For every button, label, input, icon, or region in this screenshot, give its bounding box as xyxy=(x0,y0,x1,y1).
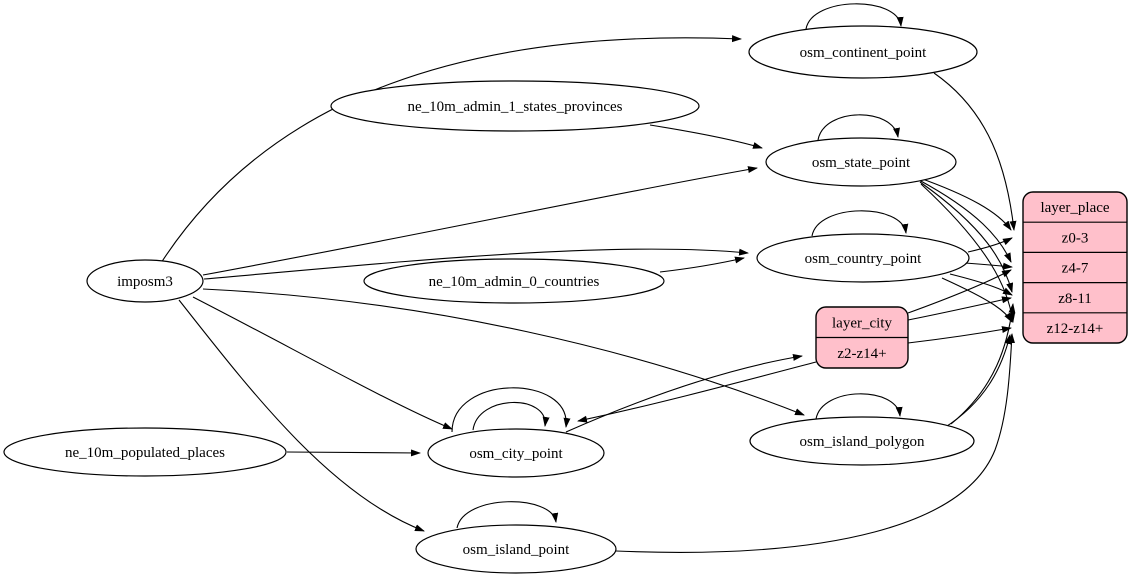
record-row: z12-z14+ xyxy=(1047,321,1104,337)
node-label: osm_city_point xyxy=(469,446,563,462)
edge-osm_city_point-to-osm_city_point xyxy=(451,387,571,433)
record-row: z4-7 xyxy=(1062,261,1089,277)
node-ne_10m_populated_places: ne_10m_populated_places xyxy=(3,427,287,477)
node-layer_city: layer_city z2-z14+ xyxy=(815,306,909,369)
edge-osm_country_point-to-layer_place:z12-z14+ xyxy=(941,277,1013,323)
edge-imposm3-to-osm_island_polygon xyxy=(202,288,805,416)
node-label: osm_continent_point xyxy=(800,45,927,61)
record-header: layer_city xyxy=(832,315,892,331)
node-osm_island_polygon: osm_island_polygon xyxy=(749,416,975,466)
record-row: z2-z14+ xyxy=(837,346,886,362)
node-label: ne_10m_admin_1_states_provinces xyxy=(408,99,623,115)
edge-osm_island_polygon-to-layer_place:z8-11 xyxy=(950,303,1016,425)
edge-osm_island_polygon-to-osm_island_polygon xyxy=(815,393,903,420)
node-label: ne_10m_populated_places xyxy=(65,445,225,461)
node-label: osm_island_point xyxy=(463,542,571,558)
record-row: z8-11 xyxy=(1058,291,1092,307)
node-label: osm_state_point xyxy=(812,155,911,171)
edge-imposm3-to-osm_country_point xyxy=(203,248,749,280)
edge-osm_continent_point-to-osm_continent_point xyxy=(805,3,904,30)
node-osm_island_point: osm_island_point xyxy=(415,524,617,574)
edge-ne_10m_admin_1_states_provinces-to-osm_state_point xyxy=(649,124,763,149)
edge-layer_city:z2-z14+-to-layer_place:z8-11 xyxy=(907,296,1012,321)
edge-osm_state_point-to-osm_state_point xyxy=(817,114,900,141)
node-osm_country_point: osm_country_point xyxy=(756,233,970,283)
edge-osm_state_point-to-layer_place:z4-7 xyxy=(918,179,1012,263)
node-osm_city_point: osm_city_point xyxy=(427,428,605,478)
record-row: z0-3 xyxy=(1062,230,1089,246)
edge-ne_10m_populated_places-to-osm_city_point xyxy=(286,449,421,457)
edge-osm_state_point-to-layer_place:z8-11 xyxy=(919,181,1014,293)
edge-imposm3-to-osm_island_point xyxy=(178,299,425,532)
node-layer_place: layer_place z0-3 z4-7 z8-11 z12-z14+ xyxy=(1022,191,1128,344)
edge-imposm3-to-osm_city_point xyxy=(192,296,453,430)
node-label: osm_country_point xyxy=(805,251,922,267)
edge-imposm3-to-osm_continent_point xyxy=(160,35,742,264)
node-osm_continent_point: osm_continent_point xyxy=(748,25,978,79)
edge-layer_city:z2-z14+-to-osm_city_point xyxy=(577,361,817,423)
node-imposm3: imposm3 xyxy=(86,259,204,303)
edge-osm_island_point-to-osm_island_point xyxy=(456,501,559,529)
edge-ne_10m_admin_0_countries-to-osm_country_point xyxy=(659,256,745,273)
node-osm_state_point: osm_state_point xyxy=(765,137,957,187)
node-ne_10m_admin_0_countries: ne_10m_admin_0_countries xyxy=(363,258,665,304)
edge-imposm3-to-osm_state_point xyxy=(202,166,758,276)
edge-osm_city_point-to-layer_city:z2-z14+ xyxy=(565,354,803,433)
edge-osm_country_point-to-osm_country_point xyxy=(811,210,909,237)
edge-osm_continent_point-to-layer_place:z0-3 xyxy=(933,72,1017,231)
edge-osm_country_point-to-layer_place:z0-3 xyxy=(967,237,1013,253)
edges-group xyxy=(160,3,1017,553)
nodes-group: imposm3 ne_10m_populated_places ne_10m_adm… xyxy=(3,25,1128,574)
edge-layer_city:z2-z14+-to-layer_place:z4-7 xyxy=(907,269,1012,314)
node-ne_10m_admin_1_states_provinces: ne_10m_admin_1_states_provinces xyxy=(330,80,700,132)
edge-osm_city_point-to-osm_city_point xyxy=(472,401,550,431)
edge-osm_country_point-to-layer_place:z8-11 xyxy=(949,273,1013,296)
edge-layer_city:z2-z14+-to-layer_place:z12-z14+ xyxy=(907,326,1012,344)
edge-osm_island_polygon-to-layer_place:z12-z14+ xyxy=(943,334,1012,429)
edge-osm_island_point-to-layer_place:z12-z14+ xyxy=(615,333,1015,553)
node-label: osm_island_polygon xyxy=(799,434,925,450)
edge-osm_country_point-to-layer_place:z4-7 xyxy=(964,262,1013,270)
node-label: imposm3 xyxy=(117,274,173,290)
record-header: layer_place xyxy=(1040,200,1109,216)
node-label: ne_10m_admin_0_countries xyxy=(429,274,600,290)
edge-osm_state_point-to-layer_place:z0-3 xyxy=(916,176,1012,231)
